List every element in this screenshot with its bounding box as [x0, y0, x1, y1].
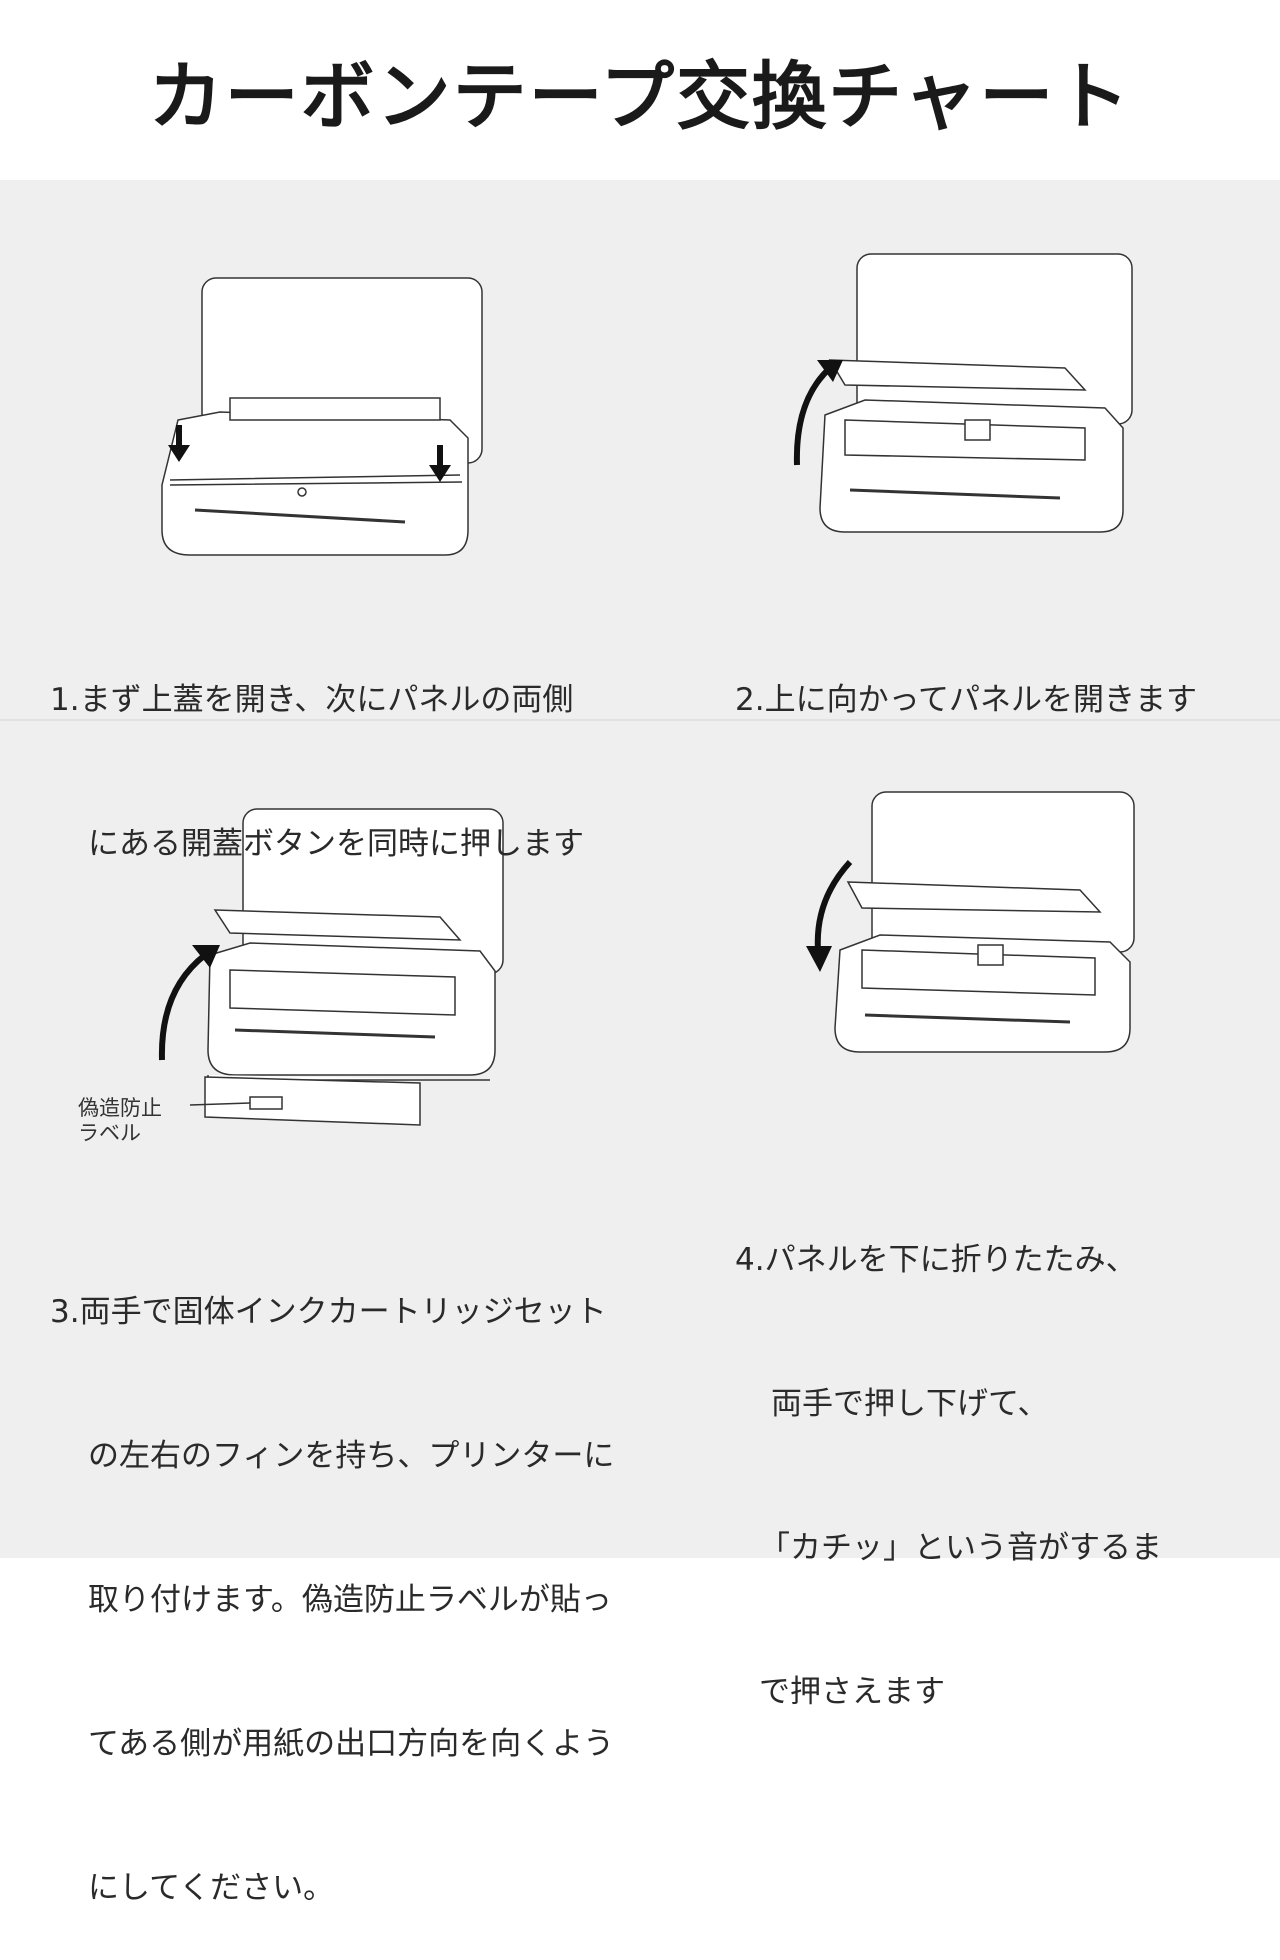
step-line: にしてください。	[88, 1870, 335, 1906]
divider	[0, 719, 1280, 721]
page-title: カーボンテープ交換チャート	[148, 53, 1132, 140]
step-line: で押さえます	[759, 1674, 945, 1710]
step-line: 取り付けます。偽造防止ラベルが貼っ	[88, 1582, 612, 1618]
printer-closed-illustration	[161, 277, 483, 556]
arrow-down-icon	[429, 445, 451, 482]
arrow-down-icon	[168, 425, 190, 462]
curved-arrow-up-icon	[158, 952, 207, 1061]
label-line: ラベル	[78, 1121, 141, 1145]
title-band: カーボンテープ交換チャート	[0, 0, 1280, 180]
step-line: 3.両手で固体インクカートリッジセット	[50, 1294, 607, 1330]
cartridge-install-illustration	[158, 808, 504, 1126]
step-line: 1.まず上蓋を開き、次にパネルの両側	[50, 682, 574, 718]
step-3-text: 3.両手で固体インクカートリッジセット の左右のフィンを持ち、プリンターに 取り…	[50, 1192, 614, 1960]
step-line: てある側が用紙の出口方向を向くよう	[88, 1726, 615, 1762]
step-line: の左右のフィンを持ち、プリンターに	[88, 1438, 615, 1474]
step-1-text: 1.まず上蓋を開き、次にパネルの両側 にある開蓋ボタンを同時に押します	[50, 580, 584, 916]
step-line: 両手で押し下げて、	[771, 1386, 1049, 1422]
step-line: にある開蓋ボタンを同時に押します	[88, 826, 584, 862]
curved-arrow-down-icon	[814, 859, 853, 951]
step-line: 4.パネルを下に折りたたみ、	[735, 1242, 1137, 1278]
step-line: 2.上に向かってパネルを開きます	[735, 682, 1198, 718]
printer-panel-open-illustration	[793, 253, 1133, 533]
printer-panel-close-illustration	[806, 791, 1135, 1053]
step-2-text: 2.上に向かってパネルを開きます	[735, 580, 1197, 772]
label-line: 偽造防止	[78, 1096, 162, 1120]
step-line: 「カチッ」という音がするま	[759, 1530, 1162, 1566]
step-4-text: 4.パネルを下に折りたたみ、 両手で押し下げて、 「カチッ」という音がするま で…	[735, 1140, 1162, 1764]
curved-arrow-up-icon	[793, 365, 833, 466]
anti-counterfeit-label-caption: 偽造防止 ラベル	[78, 1096, 162, 1146]
